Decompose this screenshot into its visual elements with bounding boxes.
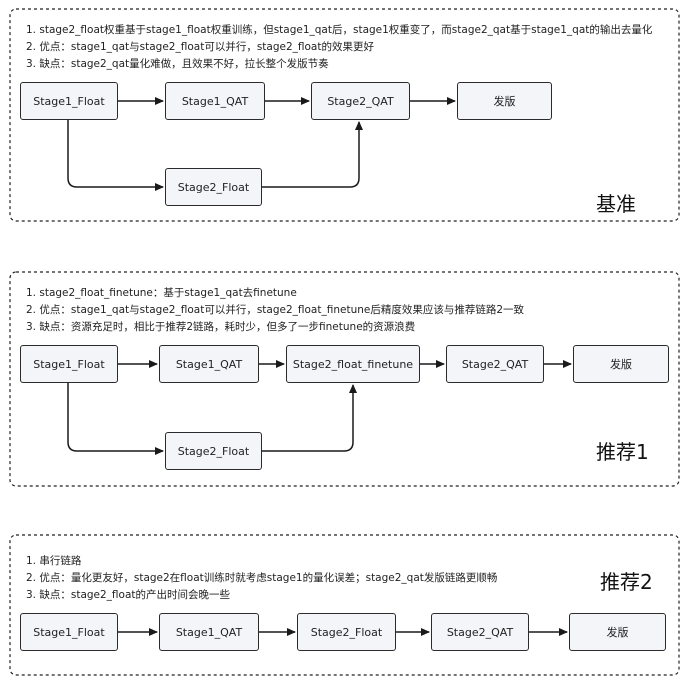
- note-line: 1. 串行链路: [26, 555, 82, 567]
- note-line: 1. stage2_float_finetune：基于stage1_qat去fi…: [26, 287, 297, 299]
- node-stage1-float: Stage1_Float: [20, 82, 118, 120]
- node-stage1-qat: Stage1_QAT: [159, 613, 259, 651]
- note-line: 3. 缺点：资源充足时，相比于推荐2链路，耗时少，但多了一步finetune的资…: [26, 321, 416, 333]
- node-stage2-float: Stage2_Float: [165, 168, 262, 206]
- node-stage2-float-finetune: Stage2_float_finetune: [286, 345, 420, 383]
- node-stage2-float: Stage2_Float: [297, 613, 396, 651]
- note-line: 2. 优点：stage1_qat与stage2_float可以并行，stage2…: [26, 304, 525, 316]
- node-stage1-float: Stage1_Float: [20, 613, 118, 651]
- node-stage1-float: Stage1_Float: [20, 345, 118, 383]
- node-stage2-qat: Stage2_QAT: [311, 82, 410, 120]
- edge-p2-s2float-to-finetune: [262, 384, 357, 452]
- node-stage2-qat: Stage2_QAT: [446, 345, 544, 383]
- node-stage1-qat: Stage1_QAT: [159, 345, 259, 383]
- node-release: 发版: [457, 82, 552, 120]
- edge-p2-float-to-s2float: [67, 383, 164, 455]
- note-line: 3. 缺点：stage2_qat量化难做，且效果不好，拉长整个发版节奏: [26, 58, 329, 70]
- panel-rec1-title: 推荐1: [596, 440, 649, 464]
- node-release: 发版: [569, 613, 666, 651]
- edge-p1-float-to-s2float: [67, 120, 164, 191]
- note-line: 1. stage2_float权重基于stage1_float权重训练，但sta…: [26, 24, 653, 36]
- note-line: 2. 优点：量化更友好，stage2在float训练时就考虑stage1的量化误…: [26, 572, 498, 584]
- note-line: 2. 优点：stage1_qat与stage2_float可以并行，stage2…: [26, 41, 374, 53]
- note-line: 3. 缺点：stage2_float的产出时间会晚一些: [26, 589, 231, 601]
- node-stage2-qat: Stage2_QAT: [431, 613, 529, 651]
- panel-rec1-notes: 1. stage2_float_finetune：基于stage1_qat去fi…: [26, 285, 524, 336]
- panel-rec2-notes: 1. 串行链路 2. 优点：量化更友好，stage2在float训练时就考虑st…: [26, 553, 497, 604]
- panel-rec2-title: 推荐2: [600, 570, 653, 594]
- panel-baseline-title: 基准: [596, 192, 636, 216]
- panel-baseline-notes: 1. stage2_float权重基于stage1_float权重训练，但sta…: [26, 22, 652, 73]
- node-stage2-float: Stage2_Float: [165, 432, 262, 470]
- panel-rec1-border: [9, 271, 680, 487]
- edge-p1-s2float-to-s2qat: [262, 121, 363, 188]
- node-release: 发版: [573, 345, 669, 383]
- node-stage1-qat: Stage1_QAT: [165, 82, 265, 120]
